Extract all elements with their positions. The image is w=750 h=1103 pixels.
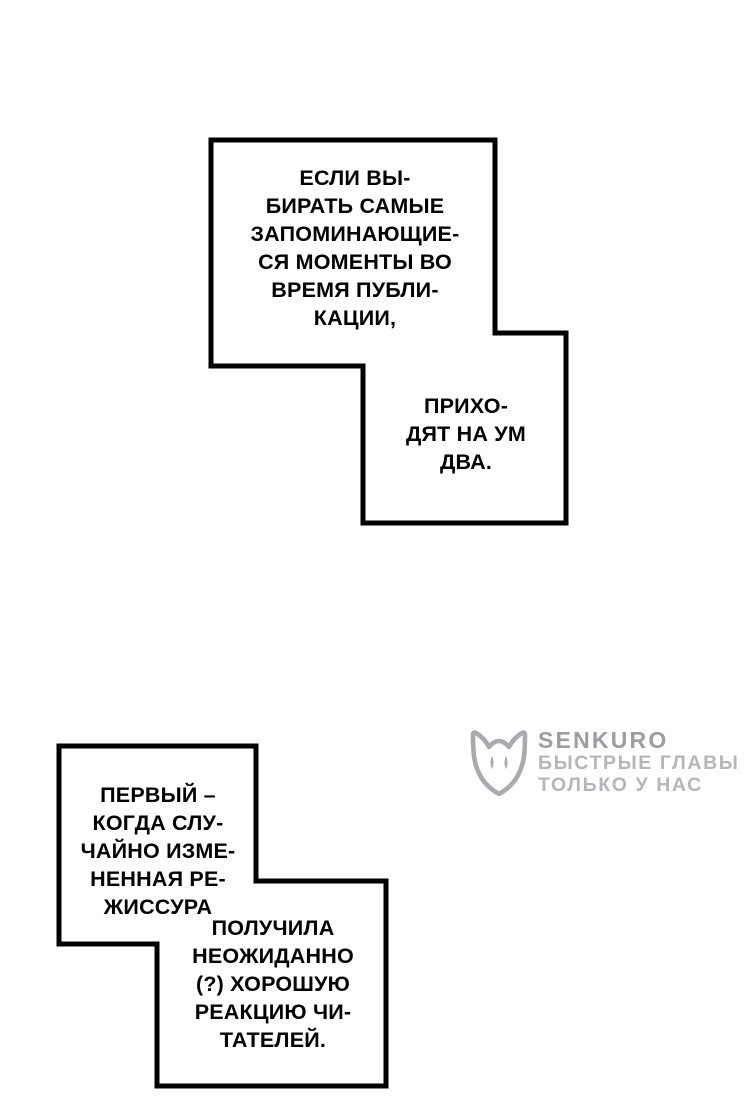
bubble-2-upper-text: ПЕРВЫЙ – КОГДА СЛУ- ЧАЙНО ИЗМЕ- НЕННАЯ Р…: [80, 783, 236, 919]
bubble-2-lower-text: ПОЛУЧИЛА НЕОЖИДАННО (?) ХОРОШУЮ РЕАКЦИЮ …: [192, 916, 354, 1052]
senkuro-fox-shield-logo-icon: [470, 730, 528, 796]
watermark-tagline-1: БЫСТРЫЕ ГЛАВЫ: [538, 752, 740, 774]
watermark-brand: SENKURO: [538, 727, 669, 753]
bubble-1-upper-text: ЕСЛИ ВЫ- БИРАТЬ САМЫЕ ЗАПОМИНАЮЩИЕ- СЯ М…: [250, 166, 460, 330]
bubble-1-lower-text: ПРИХО- ДЯТ НА УМ ДВА.: [406, 394, 526, 474]
watermark-tagline-2: ТОЛЬКО У НАС: [538, 774, 703, 797]
senkuro-watermark: SENKURO БЫСТРЫЕ ГЛАВЫ ТОЛЬКО У НАС: [470, 729, 739, 797]
watermark-text-block: SENKURO БЫСТРЫЕ ГЛАВЫ ТОЛЬКО У НАС: [538, 729, 739, 797]
